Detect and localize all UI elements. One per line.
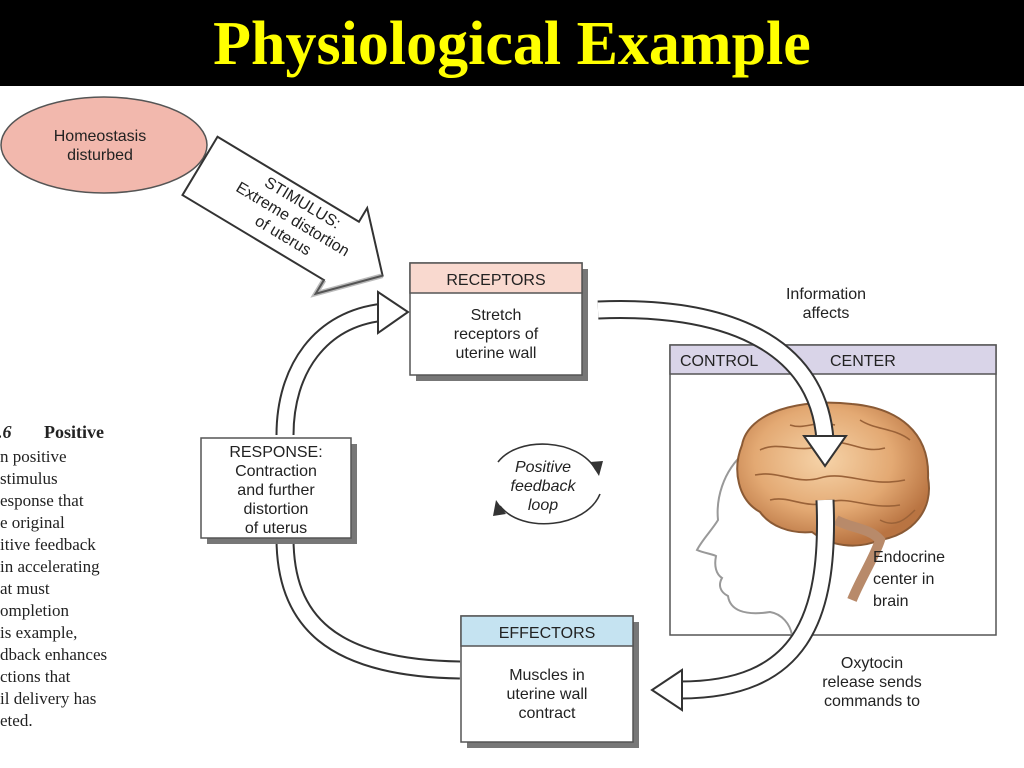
caption-line-3: esponse that	[0, 491, 84, 510]
endocrine-line-2: center in	[873, 571, 934, 588]
oxytocin-label: Oxytocin release sends commands to	[822, 655, 922, 710]
response-line-4: distortion	[244, 501, 309, 518]
loop-line-3: loop	[528, 497, 558, 514]
response-line-2: Contraction	[235, 463, 317, 480]
information-line-1: Information	[786, 286, 866, 303]
receptors-line-3: uterine wall	[456, 345, 537, 362]
arrow-receptors-to-control	[597, 300, 848, 468]
response-line-1: RESPONSE:	[229, 444, 322, 461]
effectors-line-3: contract	[519, 705, 576, 722]
receptors-line-2: receptors of	[454, 326, 539, 343]
stimulus-arrow: STIMULUS: Extreme distortion of uterus	[181, 135, 384, 298]
response-line-3: and further	[237, 482, 315, 499]
diagram-panel: Homeostasis disturbed STIMULUS: Extreme …	[0, 86, 1024, 768]
oxytocin-line-3: commands to	[824, 693, 920, 710]
oxytocin-line-2: release sends	[822, 674, 922, 691]
figure-caption: .6 Positive n positive stimulus esponse …	[0, 422, 200, 767]
caption-line-4: e original	[0, 513, 65, 532]
caption-line-9: is example,	[0, 623, 78, 642]
oxytocin-line-1: Oxytocin	[841, 655, 903, 672]
endocrine-line-3: brain	[873, 593, 909, 610]
loop-arrow-response-to-effectors	[275, 537, 461, 680]
caption-line-7: at must	[0, 579, 50, 598]
response-line-5: of uterus	[245, 520, 307, 537]
effectors-box: EFFECTORS Muscles in uterine wall contra…	[460, 615, 639, 748]
arrow-control-to-effectors	[650, 499, 835, 712]
caption-line-11: ctions that	[0, 667, 71, 686]
caption-line-2: stimulus	[0, 469, 58, 488]
homeostasis-node: Homeostasis disturbed	[0, 96, 208, 194]
response-box: RESPONSE: Contraction and further distor…	[200, 437, 357, 544]
effectors-line-2: uterine wall	[507, 686, 588, 703]
loop-arrow-response-to-receptors	[275, 290, 410, 436]
receptors-title: RECEPTORS	[446, 272, 545, 289]
caption-line-12: il delivery has	[0, 689, 97, 708]
positive-feedback-loop: Positive feedback loop	[493, 443, 603, 525]
feedback-diagram: Homeostasis disturbed STIMULUS: Extreme …	[0, 96, 997, 748]
loop-line-1: Positive	[515, 459, 571, 476]
effectors-line-1: Muscles in	[509, 667, 585, 684]
control-center-box: CONTROL CENTER Endocrine center in brain	[669, 344, 997, 636]
caption-line-5: itive feedback	[0, 535, 96, 554]
title-bar: Physiological Example	[0, 0, 1024, 86]
slide-title: Physiological Example	[213, 10, 811, 78]
information-label: Information affects	[786, 286, 866, 322]
head-profile	[695, 451, 793, 636]
control-title-left: CONTROL	[680, 353, 758, 370]
receptors-line-1: Stretch	[471, 307, 522, 324]
caption-heading: Positive	[44, 422, 104, 442]
information-line-2: affects	[803, 305, 850, 322]
homeostasis-line-2: disturbed	[67, 147, 133, 164]
receptors-box: RECEPTORS Stretch receptors of uterine w…	[409, 262, 588, 381]
endocrine-line-1: Endocrine	[873, 549, 945, 566]
caption-line-1: n positive	[0, 447, 67, 466]
loop-line-2: feedback	[511, 478, 577, 495]
caption-line-10: dback enhances	[0, 645, 108, 664]
caption-line-6: in accelerating	[0, 557, 100, 576]
caption-line-8: ompletion	[0, 601, 69, 620]
caption-line-13: eted.	[0, 711, 33, 730]
effectors-title: EFFECTORS	[499, 625, 596, 642]
control-title-right: CENTER	[830, 353, 896, 370]
homeostasis-line-1: Homeostasis	[54, 128, 146, 145]
brain-icon	[736, 401, 930, 602]
caption-number: .6	[0, 422, 12, 442]
